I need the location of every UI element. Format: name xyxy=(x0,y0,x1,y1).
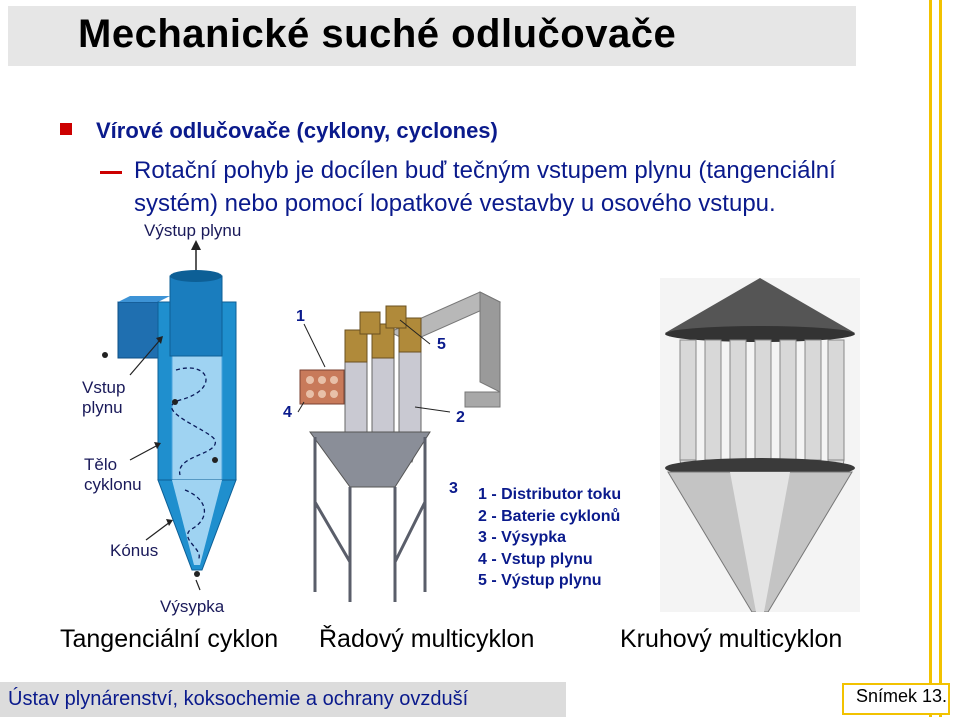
label-body-line1: Tělo xyxy=(84,455,118,474)
slide-number-box xyxy=(842,683,950,715)
legend-item: 1 - Distributor toku xyxy=(478,486,622,503)
legend-item: 4 - Vstup plynu xyxy=(478,550,593,568)
number-5: 5 xyxy=(437,336,446,353)
caption-row: Řadový multicyklon xyxy=(319,625,535,653)
label-hopper: Výsypka xyxy=(160,597,225,616)
sub-bullet-dash-icon xyxy=(100,171,122,174)
label-inlet-line1: Vstup xyxy=(82,378,126,397)
row-multicyclone-diagram xyxy=(297,291,502,602)
footer-bar xyxy=(0,682,566,717)
number-4: 4 xyxy=(283,404,292,421)
bullet-square-icon xyxy=(60,123,72,135)
tangential-cyclone-diagram xyxy=(102,240,237,591)
label-cone: Kónus xyxy=(110,541,159,560)
legend-item: 5 - Výstup plynu xyxy=(478,572,602,589)
legend: 1 - Distributor toku 2 - Baterie cyklonů… xyxy=(478,484,621,592)
legend-item: 3 - Výsypka xyxy=(478,529,567,546)
sub-bullet: Rotační pohyb je docílen buď tečným vstu… xyxy=(134,157,836,217)
caption-tangential: Tangenciální cyklon xyxy=(60,625,279,653)
label-body-line2: cyklonu xyxy=(84,475,142,494)
caption-circular: Kruhový multicyklon xyxy=(620,625,843,653)
title-bar xyxy=(8,6,856,66)
main-bullet: Vírové odlučovače (cyklony, cyclones) xyxy=(96,118,498,143)
number-3: 3 xyxy=(449,480,458,497)
number-2: 2 xyxy=(456,409,465,426)
circular-multicyclone-image xyxy=(660,278,860,612)
number-1: 1 xyxy=(296,308,305,325)
legend-item: 2 - Baterie cyklonů xyxy=(478,507,621,525)
accent-line-inner xyxy=(939,0,942,717)
accent-line-outer xyxy=(929,0,932,717)
footer-institute: Ústav plynárenství, koksochemie a ochran… xyxy=(8,688,469,710)
slide-title: Mechanické suché odlučovače xyxy=(78,12,677,56)
slide-number: Snímek 13. xyxy=(856,686,948,706)
label-outlet: Výstup plynu xyxy=(144,221,242,240)
label-inlet-line2: plynu xyxy=(82,398,123,417)
